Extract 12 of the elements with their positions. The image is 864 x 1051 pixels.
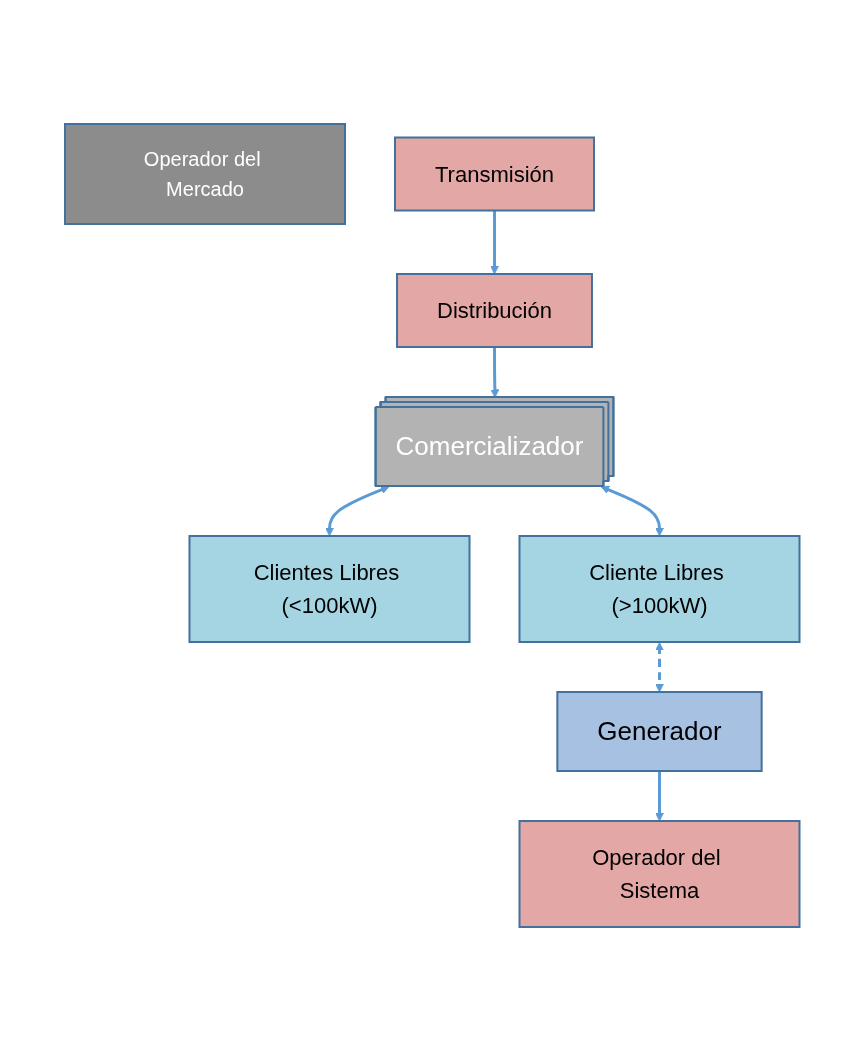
node-box: Distribución (395, 273, 593, 348)
node-box: Clientes Libres (<100kW) (188, 535, 471, 643)
node-box: Generador (556, 691, 763, 772)
arrow (654, 642, 664, 693)
arrow (600, 485, 664, 537)
arrow (490, 347, 499, 398)
node-box: Transmisión (393, 136, 595, 212)
node-box: Cliente Libres (>100kW) (518, 535, 801, 643)
arrow (489, 210, 499, 275)
node-box: Operador del Sistema (518, 820, 801, 928)
node-box: Operador del Mercado (63, 123, 346, 225)
arrow (654, 771, 664, 822)
